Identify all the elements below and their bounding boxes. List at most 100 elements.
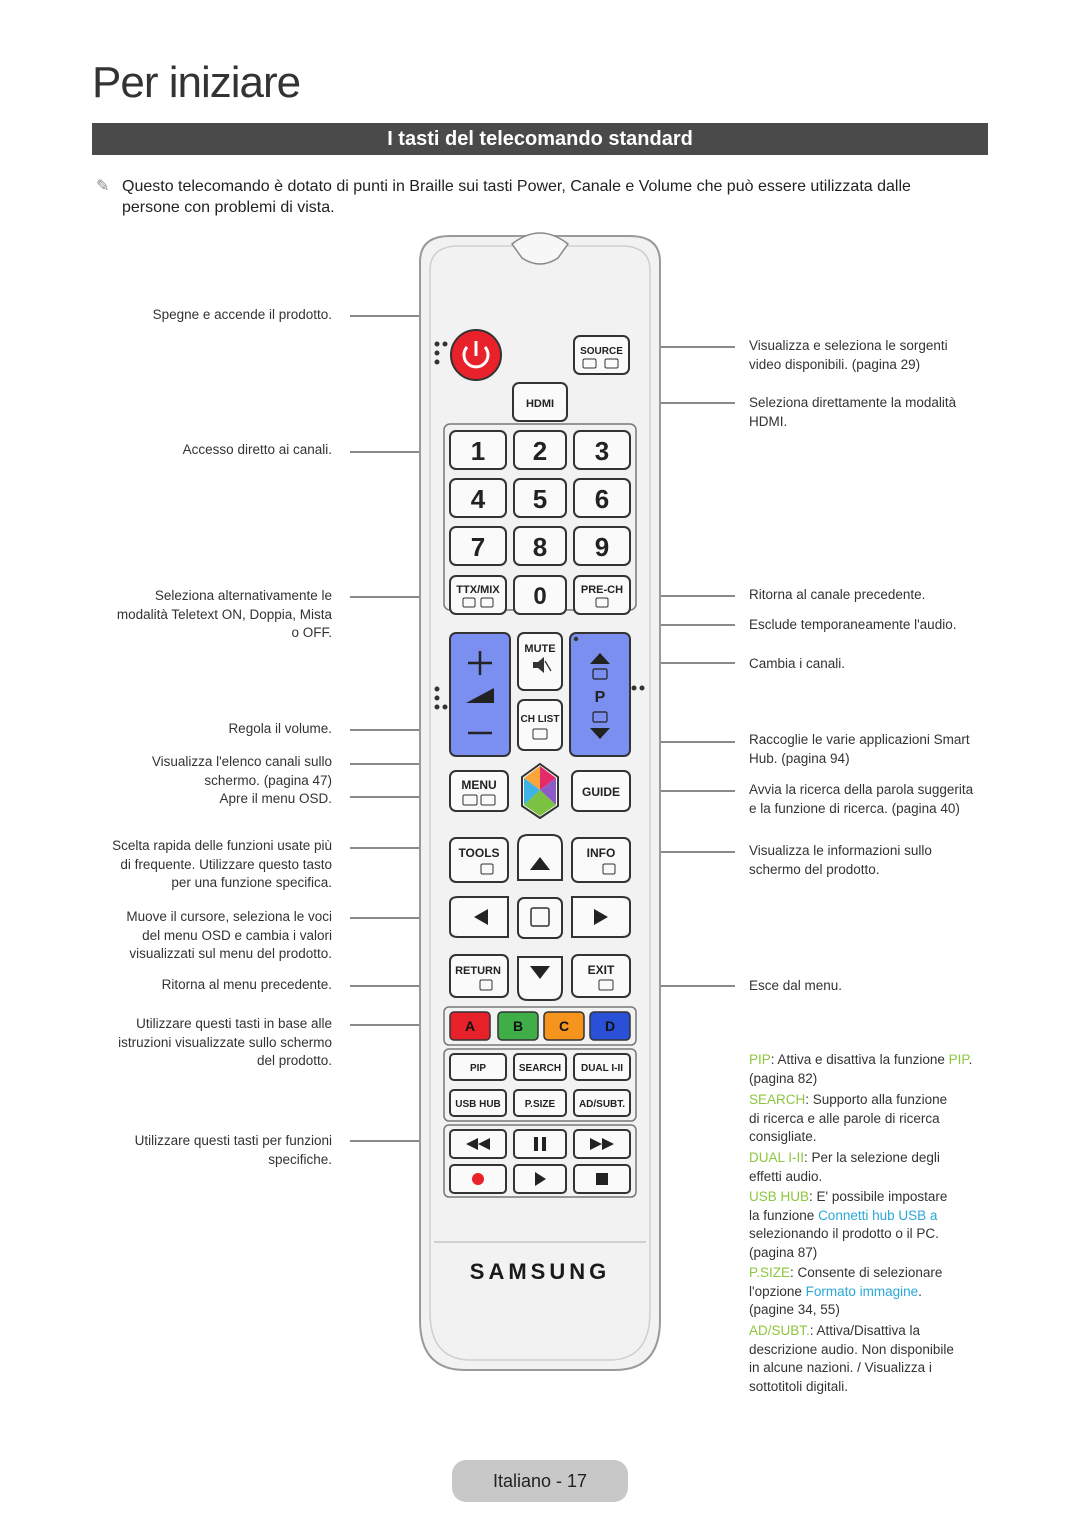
exit-button[interactable]: EXIT bbox=[571, 954, 631, 998]
ttx-mix-button[interactable]: TTX/MIX bbox=[449, 575, 507, 615]
label-menu: Apre il menu OSD. bbox=[219, 791, 332, 806]
svg-text:7: 7 bbox=[471, 532, 485, 562]
ad-subt-button[interactable]: AD/SUBT. bbox=[573, 1089, 631, 1117]
pause-button[interactable] bbox=[513, 1129, 567, 1159]
color-key-c[interactable]: C bbox=[543, 1011, 585, 1041]
svg-text:6: 6 bbox=[595, 484, 609, 514]
braille-dots bbox=[434, 341, 448, 365]
page-title: Per iniziare bbox=[92, 58, 301, 107]
down-arrow-icon bbox=[530, 966, 550, 979]
svg-text:P: P bbox=[595, 689, 606, 706]
enter-button[interactable] bbox=[517, 897, 563, 939]
svg-text:AD/SUBT.: AD/SUBT. bbox=[579, 1099, 625, 1110]
enter-icon bbox=[530, 907, 550, 927]
svg-text:USB HUB: USB HUB bbox=[455, 1099, 501, 1110]
svg-text:TTX/MIX: TTX/MIX bbox=[456, 584, 500, 596]
digit-1-button[interactable]: 1 bbox=[449, 430, 507, 470]
digit-7-button[interactable]: 7 bbox=[449, 526, 507, 566]
right-arrow-icon bbox=[594, 909, 608, 925]
link-formato-immagine[interactable]: Formato immagine bbox=[805, 1283, 919, 1299]
digit-3-button[interactable]: 3 bbox=[573, 430, 631, 470]
guide-button[interactable]: GUIDE bbox=[571, 770, 631, 812]
svg-text:PRE-CH: PRE-CH bbox=[581, 584, 623, 596]
pre-ch-button[interactable]: PRE-CH bbox=[573, 575, 631, 615]
svg-text:P.SIZE: P.SIZE bbox=[525, 1099, 556, 1110]
svg-text:PIP: PIP bbox=[470, 1063, 486, 1074]
svg-text:INFO: INFO bbox=[587, 846, 616, 860]
ir-window bbox=[510, 232, 570, 265]
play-button[interactable] bbox=[513, 1164, 567, 1194]
menu-button[interactable]: MENU bbox=[449, 770, 509, 812]
rewind-button[interactable] bbox=[449, 1129, 507, 1159]
return-button[interactable]: RETURN bbox=[449, 954, 509, 998]
digit-0-button[interactable]: 0 bbox=[513, 575, 567, 615]
record-button[interactable] bbox=[449, 1164, 507, 1194]
intro-note: ✎Questo telecomando è dotato di punti in… bbox=[96, 176, 986, 218]
digit-5-button[interactable]: 5 bbox=[513, 478, 567, 518]
svg-text:RETURN: RETURN bbox=[455, 965, 501, 977]
hdmi-button[interactable]: HDMI bbox=[512, 382, 568, 422]
fast-forward-button[interactable] bbox=[573, 1129, 631, 1159]
p-size-button[interactable]: P.SIZE bbox=[513, 1089, 567, 1117]
digit-2-button[interactable]: 2 bbox=[513, 430, 567, 470]
mute-button[interactable]: MUTE bbox=[517, 632, 563, 691]
svg-text:3: 3 bbox=[595, 436, 609, 466]
svg-text:D: D bbox=[605, 1018, 615, 1034]
label-prech: Ritorna al canale precedente. bbox=[749, 587, 926, 602]
function-keys: PIP SEARCH DUAL I-II USB HUB P.SIZE AD/SUBT. bbox=[449, 1053, 631, 1117]
svg-text:0: 0 bbox=[533, 583, 546, 610]
digit-4-button[interactable]: 4 bbox=[449, 478, 507, 518]
usb-hub-button[interactable]: USB HUB bbox=[449, 1089, 507, 1117]
svg-text:SEARCH: SEARCH bbox=[519, 1063, 561, 1074]
up-arrow-icon bbox=[530, 857, 550, 870]
color-key-b[interactable]: B bbox=[497, 1011, 539, 1041]
section-title: I tasti del telecomando standard bbox=[92, 123, 988, 155]
svg-text:A: A bbox=[465, 1018, 475, 1034]
svg-text:DUAL I-II: DUAL I-II bbox=[581, 1063, 623, 1074]
smart-hub-button[interactable] bbox=[521, 762, 559, 820]
label-mute: Esclude temporaneamente l'audio. bbox=[749, 617, 957, 632]
svg-text:EXIT: EXIT bbox=[588, 963, 615, 977]
source-button[interactable]: SOURCE bbox=[573, 335, 630, 375]
pip-button[interactable]: PIP bbox=[449, 1053, 507, 1081]
search-button[interactable]: SEARCH bbox=[513, 1053, 567, 1081]
volume-rocker[interactable] bbox=[449, 632, 511, 757]
color-key-d[interactable]: D bbox=[589, 1011, 631, 1041]
info-button[interactable]: INFO bbox=[571, 837, 631, 883]
svg-text:5: 5 bbox=[533, 484, 547, 514]
dual-i-ii-button[interactable]: DUAL I-II bbox=[573, 1053, 631, 1081]
link-connetti-hub[interactable]: Connetti hub USB a bbox=[818, 1207, 938, 1223]
svg-text:8: 8 bbox=[533, 532, 547, 562]
tools-button[interactable]: TOOLS bbox=[449, 837, 509, 883]
color-key-a[interactable]: A bbox=[449, 1011, 491, 1041]
label-power: Spegne e accende il prodotto. bbox=[152, 307, 332, 322]
stop-button[interactable] bbox=[573, 1164, 631, 1194]
svg-text:4: 4 bbox=[471, 484, 486, 514]
svg-text:CH LIST: CH LIST bbox=[521, 714, 560, 725]
label-digits: Accesso diretto ai canali. bbox=[182, 442, 332, 457]
intro-line-2: persone con problemi di vista. bbox=[122, 199, 335, 216]
power-button[interactable] bbox=[450, 329, 502, 381]
channel-rocker[interactable]: P bbox=[569, 632, 631, 757]
label-volume: Regola il volume. bbox=[228, 721, 332, 736]
ch-list-button[interactable]: CH LIST bbox=[517, 699, 563, 751]
svg-text:TOOLS: TOOLS bbox=[458, 846, 499, 860]
digit-9-button[interactable]: 9 bbox=[573, 526, 631, 566]
digit-8-button[interactable]: 8 bbox=[513, 526, 567, 566]
pencil-note-icon: ✎ bbox=[96, 178, 110, 195]
digit-6-button[interactable]: 6 bbox=[573, 478, 631, 518]
